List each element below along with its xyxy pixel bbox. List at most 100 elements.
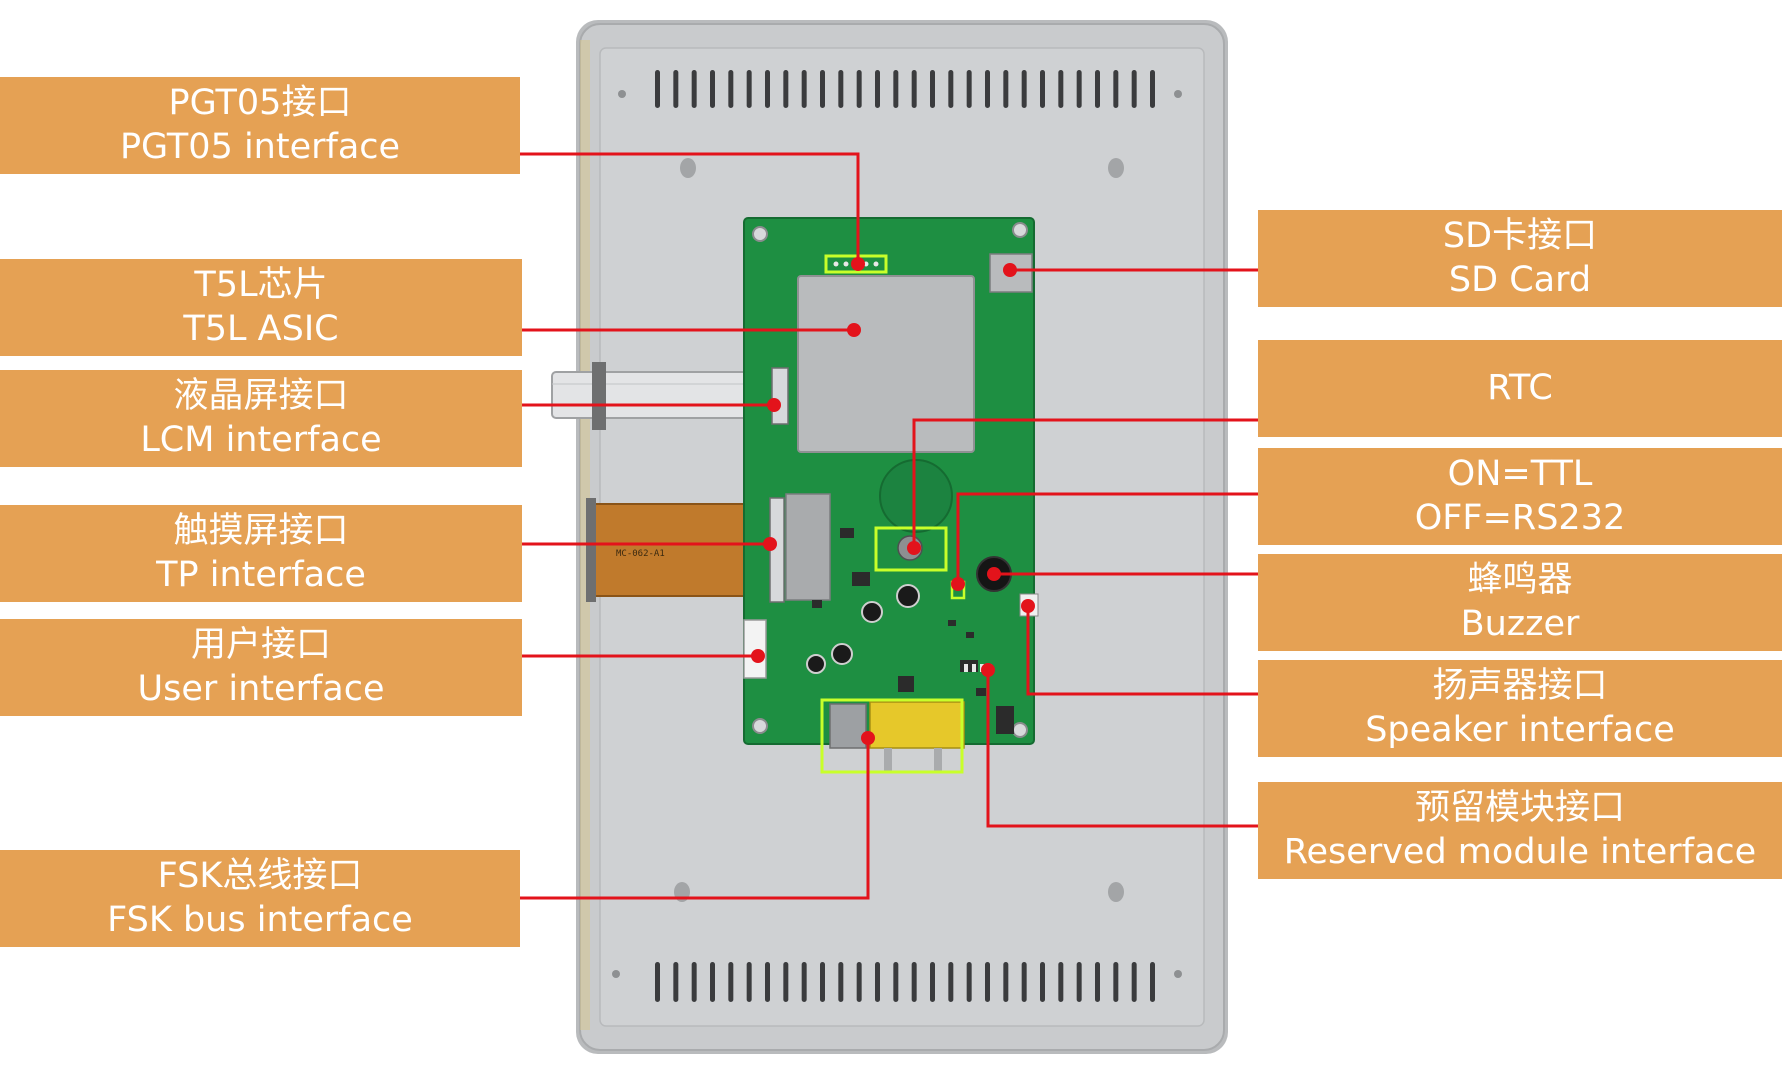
vent-slot xyxy=(783,70,789,108)
label-pgt05-en: PGT05 interface xyxy=(119,126,401,167)
vent-slot xyxy=(1040,70,1045,108)
pcb-capacitors xyxy=(806,584,920,674)
label-speaker: 扬声器接口 Speaker interface xyxy=(1258,660,1782,757)
vent-slot xyxy=(746,70,752,108)
lcm-board-connector xyxy=(771,367,789,425)
vent-slot xyxy=(838,70,844,108)
label-t5l-cn: T5L芯片 xyxy=(194,264,328,305)
vent-slot xyxy=(1095,70,1100,108)
vent-slot xyxy=(801,70,807,108)
vent-slot xyxy=(838,962,844,1002)
vent-slot xyxy=(1113,962,1119,1002)
vent-slot xyxy=(820,962,825,1002)
label-pgt05: PGT05接口 PGT05 interface xyxy=(0,77,520,174)
vent-slot xyxy=(801,962,807,1002)
t5l-shield xyxy=(797,275,975,453)
vent-slot xyxy=(820,70,825,108)
label-rtc: RTC xyxy=(1258,340,1782,437)
leader-reserved xyxy=(986,670,1258,828)
leader-endpoints xyxy=(751,257,1035,745)
fsk-terminal-yellow xyxy=(869,701,965,749)
vent-slot xyxy=(911,70,917,108)
vent-slot xyxy=(966,962,972,1002)
leader-pgt05 xyxy=(520,152,860,264)
rtc-highlight xyxy=(874,526,948,572)
vent-slot xyxy=(911,962,917,1002)
vent-slot xyxy=(673,962,679,1002)
vent-slot xyxy=(1058,70,1064,108)
vent-slot xyxy=(1150,962,1155,1002)
vent-slot xyxy=(1021,962,1027,1002)
label-ttl-line2: OFF=RS232 xyxy=(1414,497,1626,538)
vent-slot xyxy=(985,962,990,1002)
vent-slot xyxy=(728,962,734,1002)
label-lcm: 液晶屏接口 LCM interface xyxy=(0,370,522,467)
label-rtc-en: RTC xyxy=(1487,367,1553,408)
vent-slot xyxy=(985,70,990,108)
label-tp-cn: 触摸屏接口 xyxy=(173,510,349,551)
label-lcm-cn: 液晶屏接口 xyxy=(173,375,349,416)
fsk-highlight xyxy=(820,698,964,774)
vent-slot xyxy=(655,70,660,108)
leader-fsk xyxy=(520,738,870,900)
tp-connector-cover xyxy=(785,493,831,601)
vent-slot xyxy=(1040,962,1045,1002)
vent-slot xyxy=(765,962,770,1002)
vent-slot xyxy=(948,70,954,108)
vent-slot xyxy=(691,70,697,108)
rtc-battery xyxy=(879,459,953,533)
label-t5l-en: T5L ASIC xyxy=(183,308,339,349)
leader-ttl xyxy=(956,492,1258,584)
label-fsk-en: FSK bus interface xyxy=(107,899,413,940)
pgt05-header xyxy=(824,254,888,274)
label-fsk: FSK总线接口 FSK bus interface xyxy=(0,850,520,947)
label-buzzer-cn: 蜂鸣器 xyxy=(1467,559,1573,600)
label-sd: SD卡接口 SD Card xyxy=(1258,210,1782,307)
fsk-terminal-gray xyxy=(829,703,867,749)
label-ttl-rs232: ON=TTL OFF=RS232 xyxy=(1258,448,1782,545)
pcb-mounting-holes xyxy=(752,222,1028,738)
label-sd-en: SD Card xyxy=(1448,259,1592,300)
label-ttl-line1: ON=TTL xyxy=(1447,453,1593,494)
label-pgt05-cn: PGT05接口 xyxy=(168,82,352,123)
vent-slot xyxy=(746,962,752,1002)
label-speaker-cn: 扬声器接口 xyxy=(1432,665,1608,706)
label-tp-en: TP interface xyxy=(156,554,366,595)
label-speaker-en: Speaker interface xyxy=(1365,709,1675,750)
vent-slot xyxy=(930,70,935,108)
leader-lines xyxy=(520,152,1258,900)
label-reserved: 预留模块接口 Reserved module interface xyxy=(1258,782,1782,879)
vent-slot xyxy=(655,962,660,1002)
label-sd-cn: SD卡接口 xyxy=(1442,215,1598,256)
vent-slot xyxy=(856,962,862,1002)
tp-fpc-cable xyxy=(589,503,763,597)
label-buzzer: 蜂鸣器 Buzzer xyxy=(1258,554,1782,651)
leader-speaker xyxy=(1026,606,1258,696)
vent-slot xyxy=(875,962,880,1002)
vent-slot xyxy=(691,962,697,1002)
vent-slot xyxy=(710,962,715,1002)
vent-slot xyxy=(1076,962,1082,1002)
label-lcm-en: LCM interface xyxy=(140,419,382,460)
vent-slot xyxy=(673,70,679,108)
vent-slot xyxy=(893,70,899,108)
enclosure-edge-left xyxy=(580,40,590,1030)
vent-slot xyxy=(765,70,770,108)
vent-slot xyxy=(948,962,954,1002)
vent-slot xyxy=(710,70,715,108)
vent-slot xyxy=(966,70,972,108)
vent-slot xyxy=(1095,962,1100,1002)
vent-slot xyxy=(1131,70,1137,108)
pcb-small-components xyxy=(812,528,1014,734)
vent-slot xyxy=(856,70,862,108)
vent-slot xyxy=(1003,70,1009,108)
vent-slot xyxy=(893,962,899,1002)
fsk-pins xyxy=(884,748,892,772)
label-reserved-cn: 预留模块接口 xyxy=(1414,787,1625,828)
fpc-code-text: MC-062-A1 xyxy=(616,549,665,559)
label-reserved-en: Reserved module interface xyxy=(1283,831,1757,872)
vent-slot xyxy=(875,70,880,108)
user-connector xyxy=(743,619,767,679)
vent-slot xyxy=(1076,70,1082,108)
